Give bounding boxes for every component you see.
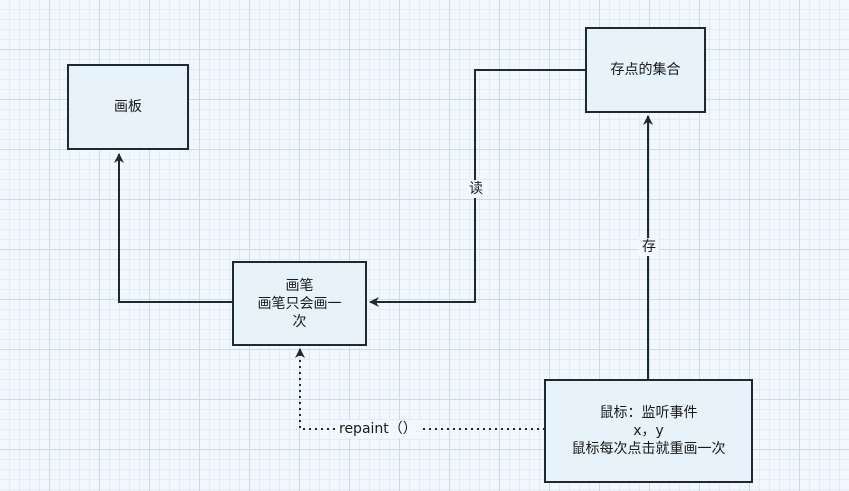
- edge-pen-to-board: [114, 153, 233, 303]
- node-pen-label: 画笔 画笔只会画一 次: [257, 277, 342, 330]
- node-mouse[interactable]: 鼠标：监听事件 x，y 鼠标每次点击就重画一次: [544, 379, 753, 483]
- node-mouse-label: 鼠标：监听事件 x，y 鼠标每次点击就重画一次: [571, 405, 726, 457]
- edge-label-read: 读: [466, 180, 486, 198]
- node-points-set[interactable]: 存点的集合: [585, 27, 706, 113]
- edge-label-repaint: repaint（）: [336, 420, 420, 438]
- edge-label-store: 存: [639, 238, 659, 256]
- edge-mouse-to-pen-dotted: [295, 348, 545, 430]
- node-board-label: 画板: [114, 99, 142, 115]
- node-points-set-label: 存点的集合: [610, 62, 681, 78]
- node-board[interactable]: 画板: [67, 64, 189, 150]
- node-pen[interactable]: 画笔 画笔只会画一 次: [232, 261, 367, 346]
